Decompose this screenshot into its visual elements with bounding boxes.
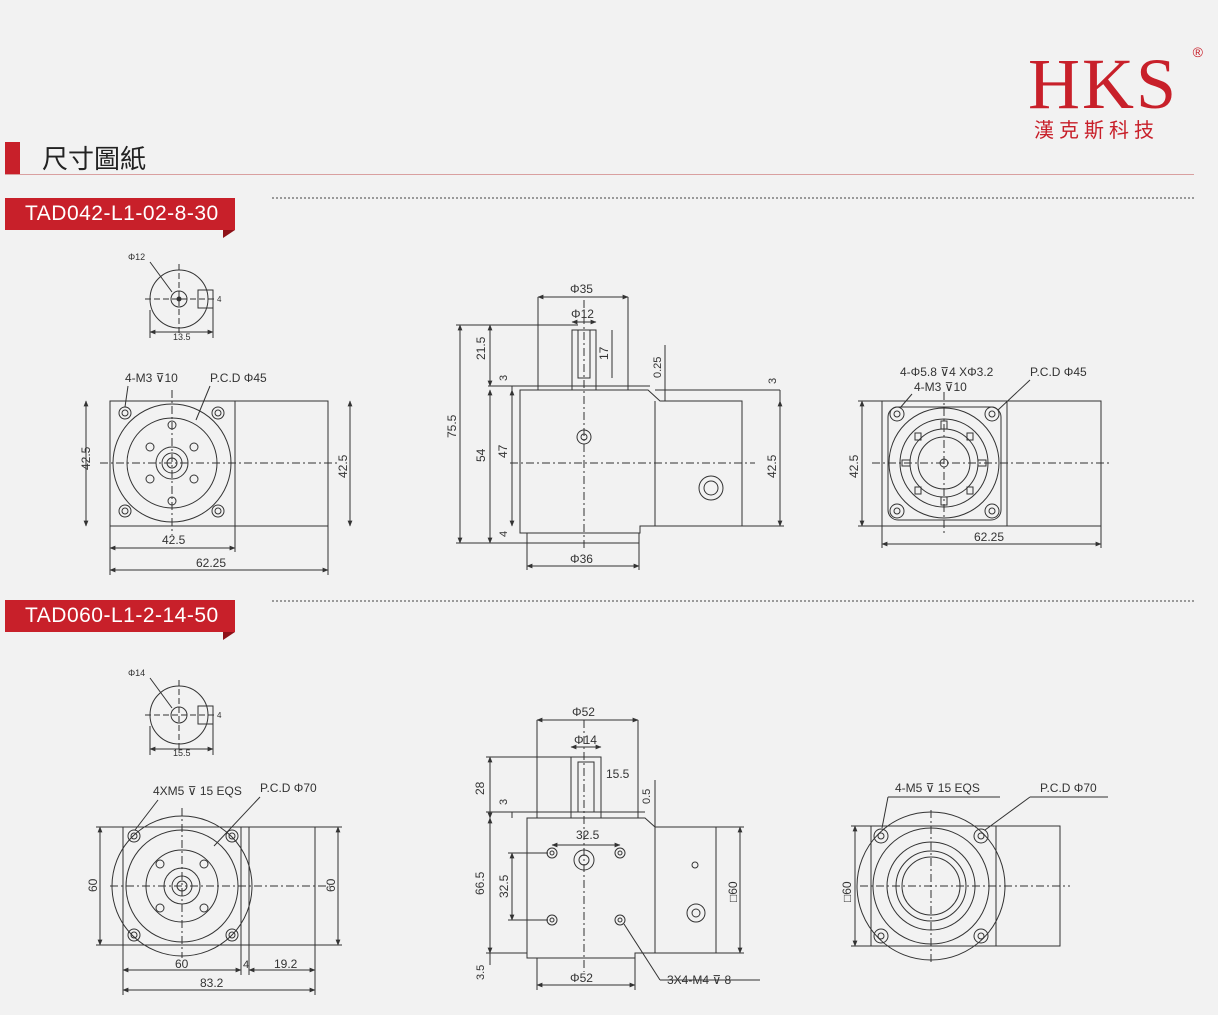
m2-key-w: 4 (217, 711, 222, 720)
registered-mark: ® (1192, 44, 1203, 60)
model-1-divider (272, 197, 1194, 199)
m1-side-body: 54 (474, 448, 488, 462)
m1-shaft-dia: Φ12 (128, 252, 145, 262)
m2-side-top-dia: Φ52 (572, 705, 595, 719)
m2-side-body: 66.5 (473, 871, 487, 895)
m2-side-right: □60 (726, 881, 740, 902)
m2-front-holes: 4XM5 ⊽ 15 EQS (153, 784, 242, 798)
m1-side-total: 75.5 (445, 414, 459, 438)
section-divider (5, 174, 1194, 175)
section-accent-bar (5, 142, 20, 174)
m1-side-top-dia: Φ35 (570, 282, 593, 296)
m1-back-view: 4-Φ5.8 ⊽4 XΦ3.2 4-M3 ⊽10 P.C.D Φ45 42.5 … (847, 365, 1112, 548)
m2-front-pcd: P.C.D Φ70 (260, 781, 317, 795)
m1-side-base: 4 (498, 531, 510, 537)
m2-side-base: 3.5 (475, 965, 487, 980)
m2-front-w3: 19.2 (274, 957, 298, 971)
m2-front-w1: 60 (175, 957, 189, 971)
m2-front-total: 83.2 (200, 976, 224, 990)
m1-front-height: 42.5 (79, 446, 93, 470)
m2-side-step: 3 (498, 799, 510, 805)
m2-shaft-key: 15.5 (173, 748, 191, 758)
m1-side-key-len: 17 (597, 346, 611, 360)
m1-shaft-end-view: Φ12 13.5 4 (128, 252, 222, 342)
m1-back-pcd: P.C.D Φ45 (1030, 365, 1087, 379)
m2-shaft-dia: Φ14 (128, 668, 145, 678)
m2-back-holes: 4-M5 ⊽ 15 EQS (895, 781, 980, 795)
m2-front-right: 60 (324, 878, 338, 892)
m2-side-pitch-v: 32.5 (497, 874, 511, 898)
m2-back-view: 4-M5 ⊽ 15 EQS P.C.D Φ70 □60 (840, 781, 1108, 962)
m2-side-pitch: 32.5 (576, 828, 600, 842)
brand-name: HKS (1028, 44, 1179, 124)
model-2-divider (272, 600, 1194, 602)
brand-chinese-name: 漢克斯科技 (1034, 118, 1159, 142)
model-tag-2: TAD060-L1-2-14-50 (5, 600, 235, 640)
m1-side-shaft-dia: Φ12 (571, 307, 594, 321)
m2-front-w2: 4 (243, 959, 249, 971)
m1-side-gap: 0.25 (652, 357, 664, 378)
m2-side-gap: 0.5 (641, 789, 653, 804)
m1-front-total: 62.25 (196, 556, 226, 570)
m1-front-width: 42.5 (162, 533, 186, 547)
m2-shaft-end-view: Φ14 15.5 4 (128, 668, 222, 758)
m2-front-view: 4XM5 ⊽ 15 EQS P.C.D Φ70 60 60 60 4 19.2 … (86, 781, 342, 995)
m1-side-right-step: 3 (767, 378, 779, 384)
m2-side-taps: 3X4-M4 ⊽ 8 (667, 973, 731, 987)
m1-side-inner: 47 (496, 444, 510, 458)
m2-front-height: 60 (86, 878, 100, 892)
m2-side-shaft-len: 28 (473, 781, 487, 795)
m1-back-height: 42.5 (847, 454, 861, 478)
m1-side-bottom-dia: Φ36 (570, 552, 593, 566)
m1-side-shaft-len: 21.5 (474, 336, 488, 360)
m1-back-holes-a: 4-Φ5.8 ⊽4 XΦ3.2 (900, 365, 994, 379)
m1-back-holes-b: 4-M3 ⊽10 (914, 380, 967, 394)
m2-back-height: □60 (840, 881, 854, 902)
m2-side-bottom-dia: Φ52 (570, 971, 593, 985)
m1-side-step: 3 (498, 375, 510, 381)
m2-back-pcd: P.C.D Φ70 (1040, 781, 1097, 795)
m1-side-right-h: 42.5 (765, 454, 779, 478)
m1-front-holes: 4-M3 ⊽10 (125, 371, 178, 385)
m2-side-shaft-dia: Φ14 (574, 733, 597, 747)
m1-front-pcd: P.C.D Φ45 (210, 371, 267, 385)
m1-key-w: 4 (217, 295, 222, 304)
section-title: 尺寸圖紙 (42, 145, 147, 175)
model-tag-1: TAD042-L1-02-8-30 (5, 198, 235, 238)
m1-front-right: 42.5 (336, 454, 350, 478)
m2-side-key-len: 15.5 (606, 767, 630, 781)
m1-back-width: 62.25 (974, 530, 1004, 544)
brand-logo: HKS ® 漢克斯科技 (1028, 44, 1203, 143)
m1-front-view: 4-M3 ⊽10 P.C.D Φ45 42.5 42.5 42.5 62.25 (79, 371, 353, 575)
m1-shaft-key: 13.5 (173, 332, 191, 342)
m2-side-view: Φ52 Φ14 28 3 15.5 0.5 32.5 66.5 32.5 3.5… (473, 705, 760, 990)
m1-side-view: Φ35 Φ12 75.5 21.5 3 17 0.25 54 47 4 Φ36 … (445, 282, 784, 570)
